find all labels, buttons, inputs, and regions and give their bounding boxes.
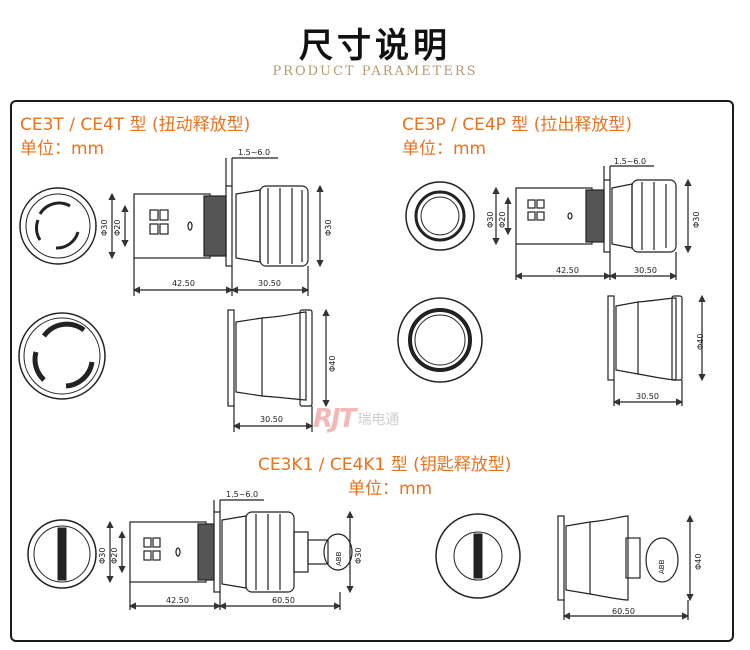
s1-side-view: [108, 157, 324, 296]
s3-front-view-large: [435, 513, 521, 599]
page-subtitle: PRODUCT PARAMETERS: [272, 64, 478, 79]
brand-watermark: RJT 瑞电通: [313, 404, 399, 434]
s1-len-a: 42.50: [172, 279, 195, 288]
s3-len-a: 42.50: [166, 596, 189, 605]
section-1-unit: 单位：mm: [20, 139, 105, 159]
brand-logo: RJT: [313, 404, 356, 434]
s3-head-dia: Φ30: [354, 547, 363, 564]
s1-body-dia: Φ20: [113, 219, 122, 236]
s1-flange-dia: Φ30: [100, 219, 109, 236]
s1-head-dia: Φ30: [324, 219, 333, 236]
s3-body-dia: Φ20: [110, 547, 119, 564]
s2-side-view: [492, 165, 692, 280]
s3-big-dia: Φ40: [694, 553, 703, 570]
s2-front-view-large: [397, 297, 483, 383]
s1-big-len: 30.50: [260, 415, 283, 424]
s2-big-dia: Φ40: [696, 333, 705, 350]
s1-offset-label: 1.5~6.0: [238, 148, 271, 157]
s3-big-len: 60.50: [612, 607, 635, 616]
s2-front-view: [405, 181, 475, 251]
s1-big-side-view: [227, 308, 330, 432]
section-2-unit: 单位：mm: [402, 139, 487, 159]
brand-name: 瑞电通: [357, 412, 400, 428]
s3-key-brand-large: ABB: [658, 559, 666, 574]
s2-len-b: 30.50: [634, 266, 657, 275]
s3-front-view: [27, 519, 97, 589]
s3-flange-dia: Φ30: [98, 547, 107, 564]
s2-head-dia: Φ30: [692, 211, 701, 228]
s2-offset-label: 1.5~6.0: [614, 157, 647, 166]
s1-front-view-large: [18, 312, 106, 400]
s2-big-len: 30.50: [636, 392, 659, 401]
section-1-model: CE3T / CE4T 型 (扭动释放型): [20, 115, 251, 135]
s1-len-b: 30.50: [258, 279, 281, 288]
s3-side-view: [106, 499, 354, 610]
s3-big-side-view: [557, 514, 694, 620]
s1-big-dia: Φ40: [328, 355, 337, 372]
s2-len-a: 42.50: [556, 266, 579, 275]
s2-big-side-view: [607, 294, 706, 406]
page-title: 尺寸说明: [299, 26, 451, 66]
s1-front-view: [19, 187, 97, 265]
section-3-unit: 单位：mm: [348, 479, 433, 499]
section-2-model: CE3P / CE4P 型 (拉出释放型): [402, 115, 632, 135]
s3-offset-label: 1.5~6.0: [226, 490, 259, 499]
s3-key-brand: ABB: [335, 551, 343, 566]
parameters-frame: [10, 100, 734, 642]
section-3-model: CE3K1 / CE4K1 型 (钥匙释放型): [258, 455, 512, 475]
s2-body-dia: Φ20: [498, 211, 507, 228]
s2-flange-dia: Φ30: [486, 211, 495, 228]
s3-len-b: 60.50: [272, 596, 295, 605]
